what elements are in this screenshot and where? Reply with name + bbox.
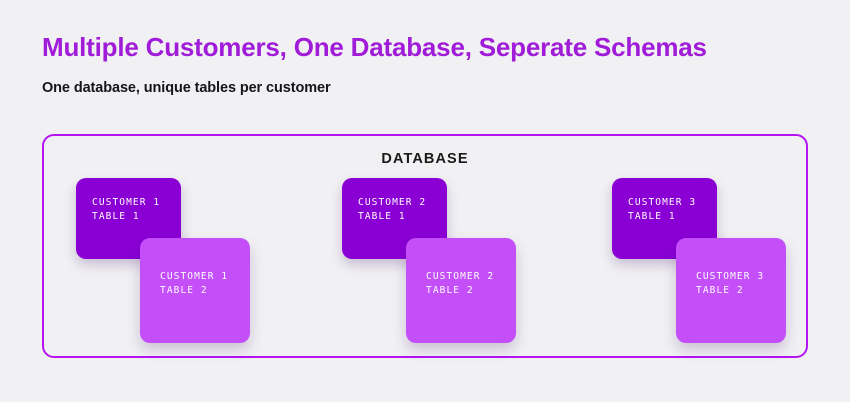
customer-2-table-2-card[interactable]: CUSTOMER 2 TABLE 2 xyxy=(406,238,516,343)
card-line-customer: CUSTOMER 1 xyxy=(92,197,161,208)
card-line-table: TABLE 1 xyxy=(358,211,406,222)
card-line-customer: CUSTOMER 3 xyxy=(696,271,765,282)
customer-1-table-1-text: CUSTOMER 1 TABLE 1 xyxy=(92,196,160,224)
customer-group-3: CUSTOMER 3 TABLE 1 CUSTOMER 3 TABLE 2 xyxy=(602,178,822,353)
page-title: Multiple Customers, One Database, Sepera… xyxy=(42,32,707,62)
customer-group-1: CUSTOMER 1 TABLE 1 CUSTOMER 1 TABLE 2 xyxy=(66,178,286,353)
card-line-customer: CUSTOMER 2 xyxy=(358,197,427,208)
customer-1-table-2-text: CUSTOMER 1 TABLE 2 xyxy=(160,270,228,298)
database-container: DATABASE CUSTOMER 1 TABLE 1 CUSTOMER 1 TAB… xyxy=(42,134,808,358)
page-subtitle: One database, unique tables per customer xyxy=(42,80,331,96)
card-line-table: TABLE 1 xyxy=(628,211,676,222)
customer-3-table-1-text: CUSTOMER 3 TABLE 1 xyxy=(628,196,696,224)
card-line-table: TABLE 2 xyxy=(426,285,474,296)
card-line-customer: CUSTOMER 3 xyxy=(628,197,697,208)
customer-1-table-1-card[interactable]: CUSTOMER 1 TABLE 1 xyxy=(76,178,181,259)
customer-2-table-1-text: CUSTOMER 2 TABLE 1 xyxy=(358,196,426,224)
card-line-table: TABLE 2 xyxy=(696,285,744,296)
customer-group-2: CUSTOMER 2 TABLE 1 CUSTOMER 2 TABLE 2 xyxy=(332,178,552,353)
card-line-customer: CUSTOMER 1 xyxy=(160,271,229,282)
database-label: DATABASE xyxy=(381,151,469,167)
card-line-customer: CUSTOMER 2 xyxy=(426,271,495,282)
customer-1-table-2-card[interactable]: CUSTOMER 1 TABLE 2 xyxy=(140,238,250,343)
customer-3-table-2-text: CUSTOMER 3 TABLE 2 xyxy=(696,270,764,298)
customer-3-table-2-card[interactable]: CUSTOMER 3 TABLE 2 xyxy=(676,238,786,343)
card-line-table: TABLE 2 xyxy=(160,285,208,296)
card-line-table: TABLE 1 xyxy=(92,211,140,222)
customer-2-table-2-text: CUSTOMER 2 TABLE 2 xyxy=(426,270,494,298)
